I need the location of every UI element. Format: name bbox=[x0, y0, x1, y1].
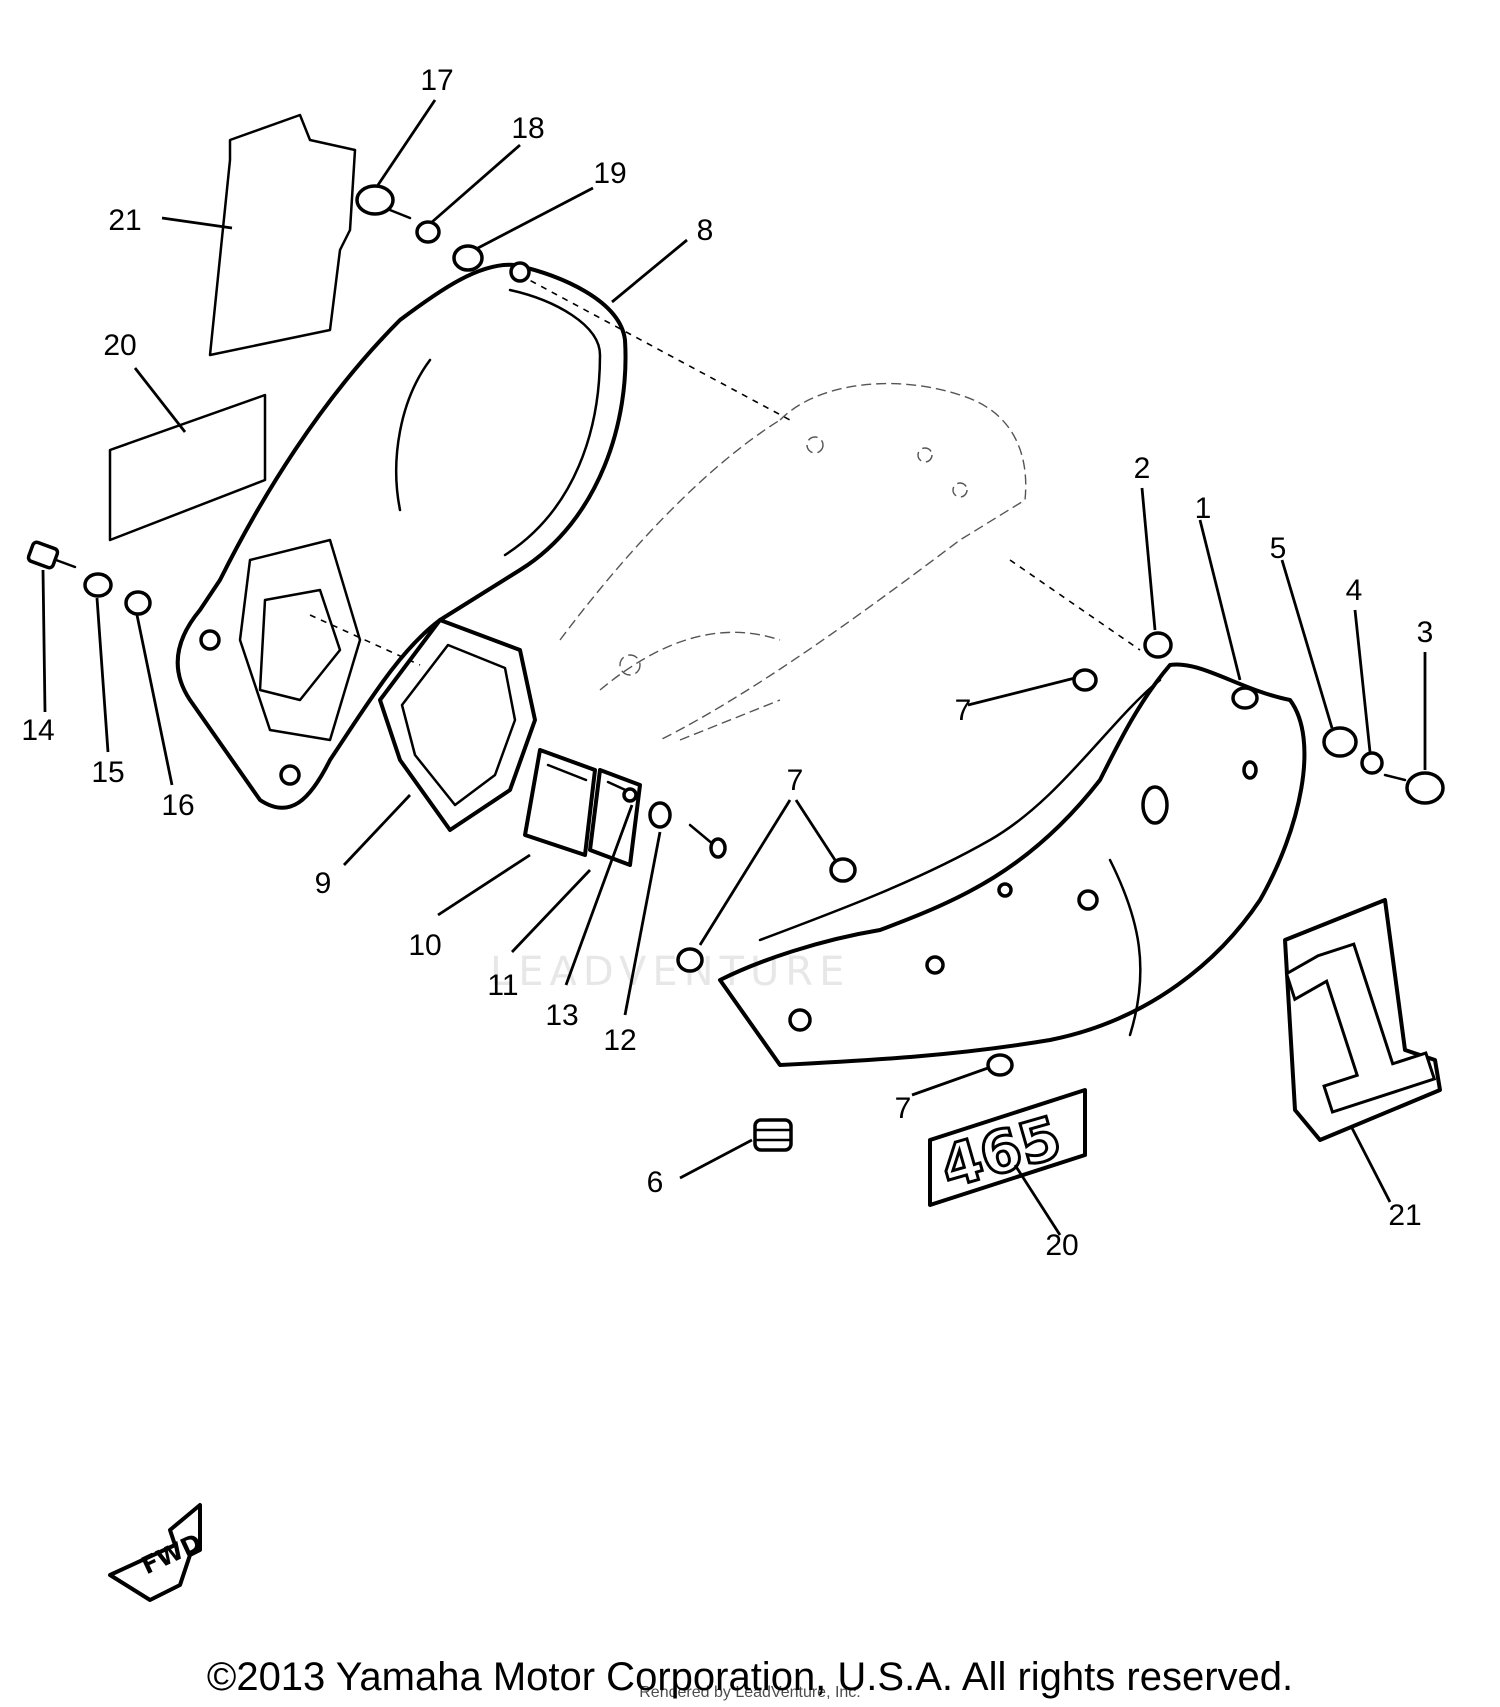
cover-hole-a bbox=[1141, 785, 1169, 825]
cover-mount-hole-left bbox=[199, 629, 221, 651]
callout-11: 11 bbox=[487, 969, 518, 1002]
cover-mount-hole-bottom bbox=[279, 764, 301, 786]
callout-16: 16 bbox=[161, 789, 194, 822]
callout-8: 8 bbox=[697, 214, 714, 247]
grommet-2 bbox=[1143, 631, 1173, 659]
nut-7b bbox=[829, 857, 857, 883]
watermark: LEADVENTURE bbox=[490, 949, 850, 995]
callout-10: 10 bbox=[408, 929, 441, 962]
callout-labels: 17 18 19 21 8 20 2 1 5 4 3 14 15 16 7 7 … bbox=[21, 64, 1433, 1262]
washer-4 bbox=[1360, 751, 1384, 775]
bolt-14 bbox=[26, 540, 77, 570]
washer-5 bbox=[1322, 726, 1358, 758]
nut-7d bbox=[986, 1053, 1014, 1077]
callout-12: 12 bbox=[603, 1024, 636, 1057]
washer-18 bbox=[415, 220, 441, 244]
cover-hole-c bbox=[1077, 889, 1099, 911]
washer-15 bbox=[83, 572, 113, 598]
assembly-lines bbox=[309, 274, 1141, 666]
callout-2: 2 bbox=[1134, 452, 1151, 485]
callout-21-bottom: 21 bbox=[1388, 1199, 1421, 1232]
callout-7-middle: 7 bbox=[787, 764, 804, 797]
callout-7-lower: 7 bbox=[895, 1092, 912, 1125]
collar-1 bbox=[1231, 686, 1259, 710]
nut-7c bbox=[676, 947, 704, 973]
cover-gasket bbox=[378, 618, 537, 832]
washer-16 bbox=[124, 590, 152, 616]
callout-5: 5 bbox=[1270, 532, 1287, 565]
callout-3: 3 bbox=[1417, 616, 1434, 649]
forward-arrow: FWD bbox=[108, 1503, 206, 1602]
number-plate-decal-right: 1 bbox=[1247, 888, 1465, 1169]
decal-465-text: 465 bbox=[933, 1103, 1068, 1202]
cover-hole-e bbox=[925, 955, 945, 975]
side-decal-left bbox=[108, 393, 267, 542]
callout-7-upper: 7 bbox=[955, 694, 972, 727]
callout-14: 14 bbox=[21, 714, 54, 747]
cover-hole-d bbox=[997, 882, 1013, 898]
callout-20-top: 20 bbox=[103, 329, 136, 362]
callout-17: 17 bbox=[420, 64, 453, 97]
callout-1: 1 bbox=[1195, 492, 1212, 525]
left-side-cover bbox=[175, 261, 628, 810]
cover-hole-f bbox=[788, 1008, 812, 1032]
callout-15: 15 bbox=[91, 756, 124, 789]
decal-digit-text: 1 bbox=[1249, 889, 1464, 1167]
copyright-notice: ©2013 Yamaha Motor Corporation, U.S.A. A… bbox=[206, 1655, 1294, 1699]
callout-9: 9 bbox=[315, 867, 332, 900]
screw-12 bbox=[688, 823, 727, 859]
callout-4: 4 bbox=[1346, 574, 1363, 607]
washer-12 bbox=[648, 801, 672, 829]
right-side-cover bbox=[718, 662, 1307, 1067]
cover-hole-b bbox=[1242, 760, 1258, 780]
number-plate-decal-left bbox=[208, 113, 357, 357]
displacement-decal: 465 bbox=[928, 1088, 1087, 1207]
cover-mount-hole-top bbox=[509, 261, 531, 283]
washer-19 bbox=[452, 244, 484, 272]
credit-line: Rendered by LeadVenture, Inc. bbox=[639, 1684, 861, 1701]
fastener-13 bbox=[622, 787, 638, 803]
filter-element bbox=[523, 748, 642, 867]
callout-19: 19 bbox=[593, 157, 626, 190]
callout-18: 18 bbox=[511, 112, 544, 145]
leader-lines bbox=[41, 99, 1427, 1236]
callout-13: 13 bbox=[545, 999, 578, 1032]
nut-7a bbox=[1072, 668, 1098, 692]
callout-21-top: 21 bbox=[108, 204, 141, 237]
bolt-17 bbox=[355, 184, 412, 220]
frame-outline bbox=[559, 382, 1027, 741]
callout-6: 6 bbox=[647, 1166, 664, 1199]
damper-6 bbox=[753, 1118, 793, 1152]
bolt-3 bbox=[1383, 771, 1445, 805]
callout-20-bottom: 20 bbox=[1045, 1229, 1078, 1262]
